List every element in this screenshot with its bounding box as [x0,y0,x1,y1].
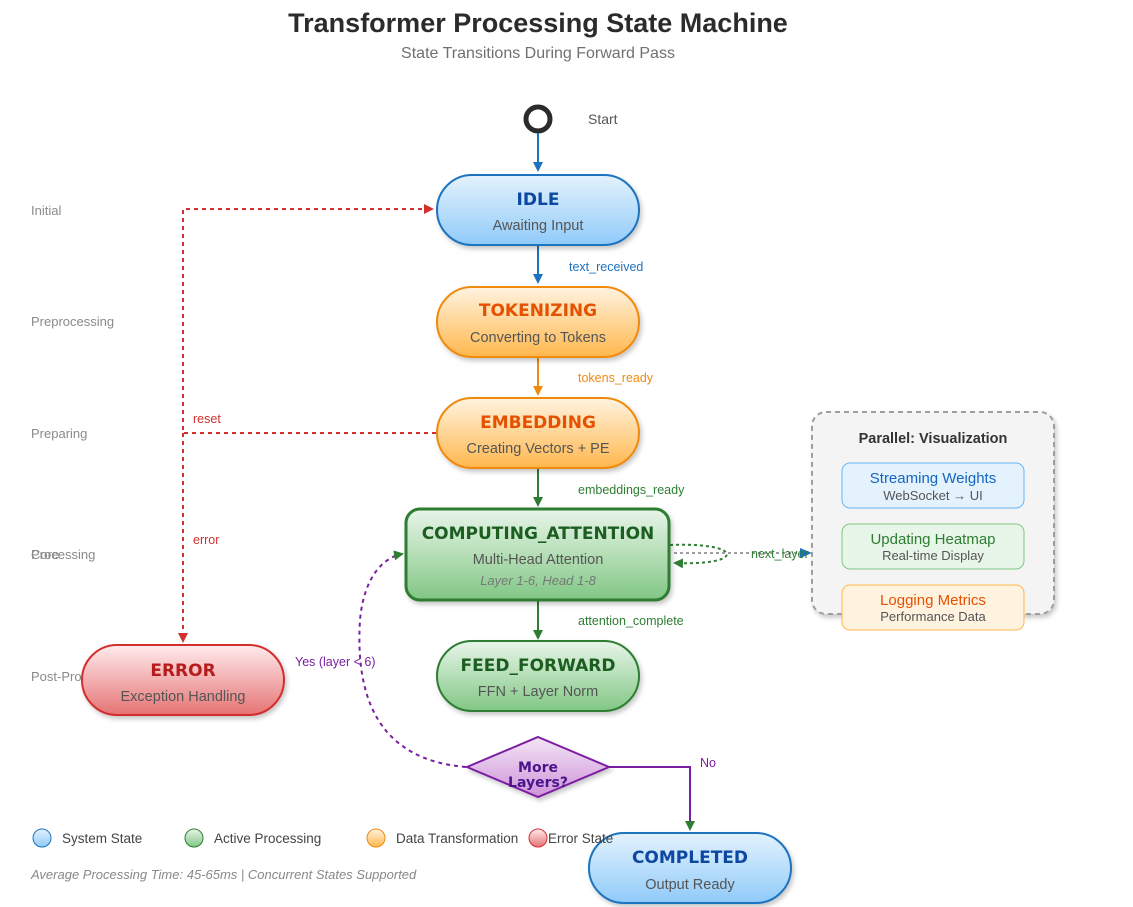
parallel-title: Parallel: Visualization [859,431,1008,447]
legend-swatch-error [528,828,548,848]
legend-label-error: Error State [548,831,613,846]
state-computing-detail: Layer 1-6, Head 1-8 [480,573,596,588]
parallel-item-heatmap-title: Updating Heatmap [870,531,995,548]
state-computing-subtitle: Multi-Head Attention [473,552,604,568]
phase-label-initial: Initial [31,203,61,218]
edge-self-loop-next-layer [669,543,728,569]
edge-label-error: error [193,533,219,547]
decision-line2: Layers? [508,775,568,791]
edge-reset [182,204,436,434]
edge-label-reset: reset [193,412,221,426]
state-computing-title: COMPUTING_ATTENTION [422,524,655,544]
parallel-item-streaming-sub: WebSocket → UI [883,488,982,503]
footer-note: Average Processing Time: 45-65ms | Concu… [30,867,417,882]
phase-label-preprocessing: Preprocessing [31,314,114,329]
phase-label-core: Core [31,547,59,562]
decision-line1: More [518,760,558,776]
legend-swatch-processing [184,828,204,848]
parallel-item-streaming [841,462,1025,509]
legend-swatch-system [32,828,52,848]
state-feed-forward-title: FEED_FORWARD [461,656,616,676]
state-tokenizing-subtitle: Converting to Tokens [470,330,606,346]
parallel-item-streaming-title: Streaming Weights [870,470,996,487]
state-error: ERROR Exception Handling [81,644,285,716]
parallel-arrowhead [800,548,812,558]
state-error-title: ERROR [150,661,215,681]
state-error-subtitle: Exception Handling [121,689,246,705]
edge-label-embeddings-ready: embeddings_ready [578,483,685,497]
start-node [523,104,553,134]
decision-more-layers: More Layers? [464,735,612,799]
edge-no [609,766,695,831]
edge-label-next-layer: next_layer [751,547,809,561]
state-tokenizing: TOKENIZING Converting to Tokens [436,286,640,358]
state-feed-forward: FEED_FORWARD FFN + Layer Norm [436,640,640,712]
legend-label-processing: Active Processing [214,831,321,846]
parallel-item-logging-sub: Performance Data [880,609,986,624]
state-tokenizing-title: TOKENIZING [479,301,597,321]
parallel-item-logging [841,584,1025,631]
state-computing-attention: COMPUTING_ATTENTION Multi-Head Attention… [404,507,671,602]
edge-label-text-received: text_received [569,260,643,274]
state-embedding-title: EMBEDDING [480,413,596,433]
parallel-item-heatmap-sub: Real-time Display [882,548,984,563]
diagram-subtitle: State Transitions During Forward Pass [401,45,675,62]
phase-label-preparing: Preparing [31,426,87,441]
start-label: Start [588,111,618,127]
state-idle-title: IDLE [517,190,560,210]
edge-label-attention-complete: attention_complete [578,614,684,628]
edge-label-no: No [700,756,716,770]
state-idle: IDLE Awaiting Input [436,174,640,246]
state-completed-title: COMPLETED [632,848,748,868]
edge-label-tokens-ready: tokens_ready [578,371,654,385]
state-feed-forward-subtitle: FFN + Layer Norm [478,684,598,700]
edge-yes-loop [358,550,467,768]
legend-label-transform: Data Transformation [396,831,518,846]
parallel-item-heatmap [841,523,1025,570]
legend: System State Active Processing Data Tran… [32,828,613,848]
state-embedding-subtitle: Creating Vectors + PE [466,441,609,457]
state-idle-subtitle: Awaiting Input [493,218,584,234]
legend-label-system: System State [62,831,142,846]
state-completed-subtitle: Output Ready [645,877,735,893]
diagram-title: Transformer Processing State Machine [288,8,788,38]
legend-swatch-transform [366,828,386,848]
state-embedding: EMBEDDING Creating Vectors + PE [436,397,640,469]
parallel-visualization-panel: Parallel: Visualization Streaming Weight… [811,411,1055,631]
state-completed: COMPLETED Output Ready [588,832,792,904]
phase-label-processing: Processing [31,547,95,562]
parallel-item-logging-title: Logging Metrics [880,592,986,609]
edge-label-yes: Yes (layer < 6) [295,655,375,669]
